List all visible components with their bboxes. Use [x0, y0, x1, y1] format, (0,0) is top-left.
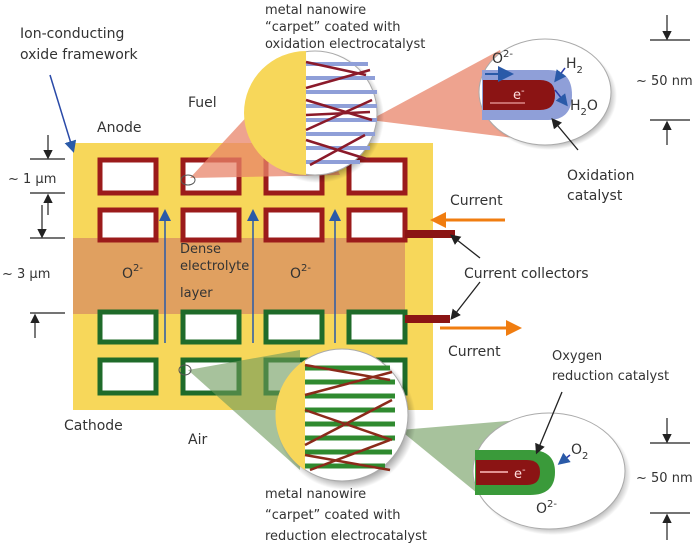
bubble-ion-label: O2- [492, 49, 513, 67]
cathode-current-collector [405, 315, 450, 323]
ion-label-right: O2- [290, 263, 311, 282]
current-in-label: Current [450, 193, 503, 209]
electron-label: e- [513, 86, 525, 103]
dimension-1um: ~ 1 µm [8, 172, 56, 187]
bottom-zoom-cone [188, 350, 300, 470]
dimension-markers [30, 15, 690, 540]
bubble-ion-label-bottom: O2- [536, 499, 557, 517]
electron-label-bottom: e- [514, 465, 526, 482]
o2-label: O2 [571, 442, 588, 462]
dimension-50nm-top: ~ 50 nm [636, 74, 693, 89]
current-out-label: Current [448, 344, 501, 360]
current-collectors-label: Current collectors [464, 266, 589, 282]
dimension-50nm-bottom: ~ 50 nm [636, 471, 693, 486]
ion-label-left: O2- [122, 263, 143, 282]
h2o-label: H2O [570, 98, 598, 118]
cathode-label: Cathode [64, 418, 123, 434]
fuel-label: Fuel [188, 95, 217, 111]
electrolyte-layer [73, 238, 405, 314]
anode-label: Anode [97, 120, 142, 136]
ion-flow-arrows [159, 209, 341, 343]
air-label: Air [188, 432, 207, 448]
h2-label: H2 [566, 56, 583, 76]
dimension-3um: ~ 3 µm [2, 267, 50, 282]
anode-current-collector [405, 230, 455, 238]
